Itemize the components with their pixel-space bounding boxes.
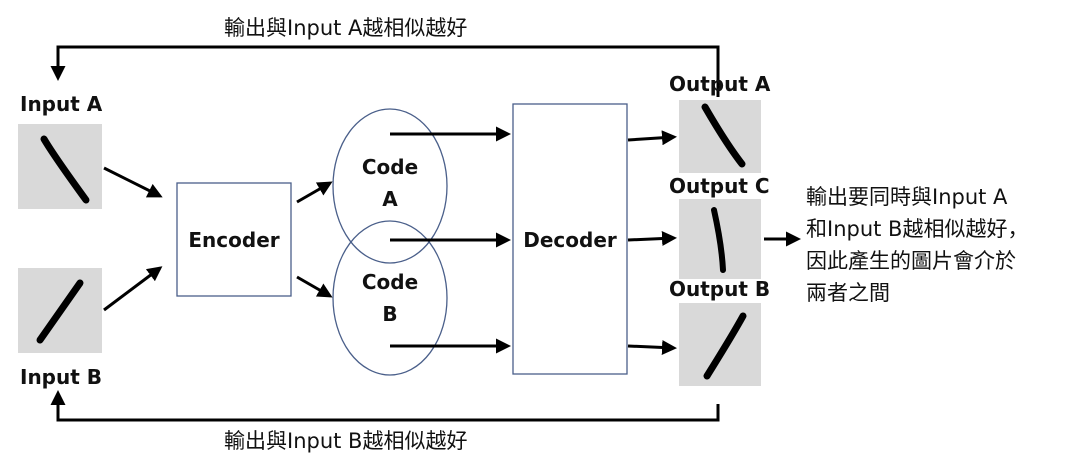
output-b-image bbox=[679, 303, 761, 386]
input-a-image bbox=[18, 124, 102, 209]
decoder-box bbox=[512, 103, 628, 375]
code-a-label-line2: A bbox=[382, 187, 398, 211]
output-c-label: Output C bbox=[669, 174, 770, 198]
output-a-label: Output A bbox=[669, 72, 771, 96]
top-feedback-label: 輸出與Input A越相似越好 bbox=[224, 16, 468, 40]
bottom-feedback-loop-arrow bbox=[50, 390, 720, 422]
top-feedback-loop-arrow bbox=[50, 45, 720, 97]
encoder-label: Encoder bbox=[188, 228, 280, 252]
arrow-decoder-to-output-b bbox=[627, 339, 677, 355]
encoder-box bbox=[176, 182, 292, 297]
arrow-encoder-to-code-a bbox=[296, 181, 333, 204]
note-line-3: 因此產生的圖片會介於 bbox=[806, 249, 1016, 273]
output-c-image bbox=[679, 199, 761, 279]
input-b-image bbox=[18, 268, 102, 353]
code-b-label-line2: B bbox=[382, 302, 398, 326]
decoder-label: Decoder bbox=[523, 228, 617, 252]
note-line-1: 輸出要同時與Input A bbox=[806, 185, 1008, 209]
code-b-label-line1: Code bbox=[361, 270, 419, 294]
code-b-ellipse bbox=[332, 220, 448, 376]
input-b-label: Input B bbox=[20, 365, 103, 389]
output-a-image bbox=[679, 100, 761, 173]
note-line-4: 兩者之間 bbox=[806, 281, 890, 305]
arrow-input-b-to-encoder bbox=[103, 266, 163, 312]
code-a-label-line1: Code bbox=[361, 155, 419, 179]
note-line-2: 和Input B越相似越好， bbox=[806, 217, 1029, 241]
code-a-ellipse bbox=[332, 108, 448, 264]
bottom-feedback-label: 輸出與Input B越相似越好 bbox=[224, 429, 468, 453]
input-a-label: Input A bbox=[20, 92, 103, 116]
interpolation-note: 輸出要同時與Input A 和Input B越相似越好， 因此產生的圖片會介於 … bbox=[806, 181, 1080, 309]
output-b-label: Output B bbox=[669, 277, 771, 301]
arrow-input-a-to-encoder bbox=[103, 166, 163, 198]
arrow-decoder-to-output-a bbox=[627, 130, 677, 146]
arrow-encoder-to-code-b bbox=[296, 275, 333, 298]
arrow-decoder-to-output-c bbox=[627, 231, 677, 247]
